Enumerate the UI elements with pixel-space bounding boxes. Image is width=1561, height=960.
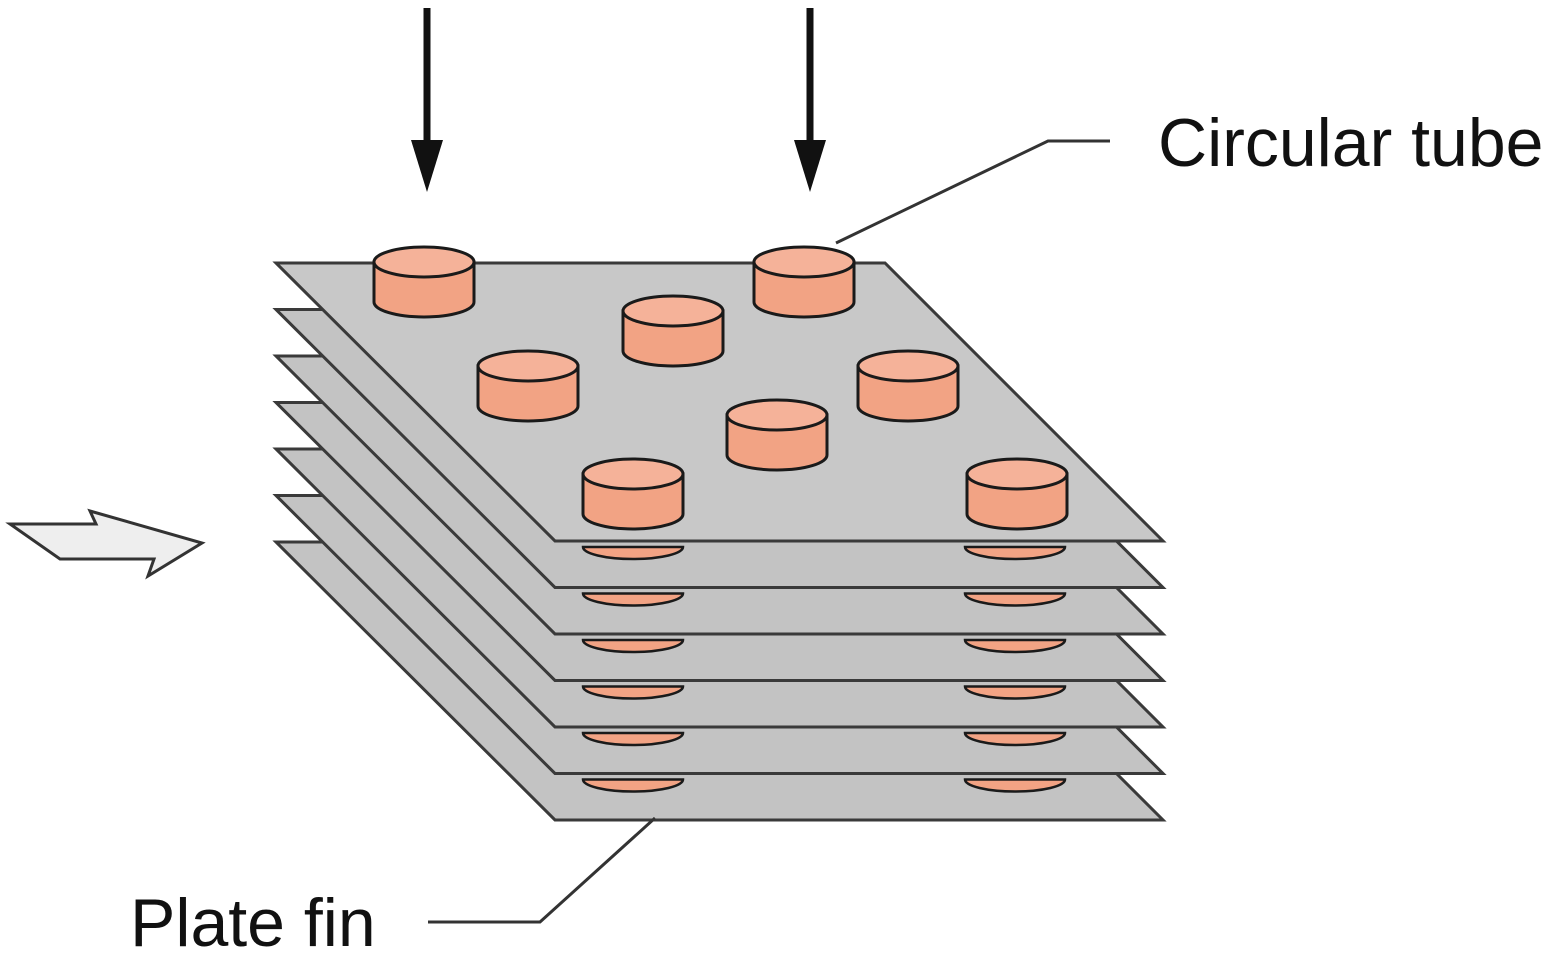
tube-segment (581, 545, 685, 561)
circular-tube (965, 457, 1069, 531)
tube-segment (963, 778, 1067, 793)
circular-tube-leader-line (835, 139, 1110, 245)
plate-fin-label: Plate fin (130, 885, 376, 960)
tube-segment (581, 731, 685, 747)
tube-flow-arrows (411, 8, 826, 192)
plate-fin (272, 261, 1167, 543)
leader-lines (428, 139, 1110, 924)
circular-tube-array (372, 245, 1069, 531)
tube-segment (963, 545, 1067, 561)
right-hollow-arrow-icon (5, 508, 206, 580)
circular-tube (725, 398, 829, 472)
tube-segment (963, 731, 1067, 747)
circular-tube-label: Circular tube (1158, 105, 1544, 181)
circular-tube (476, 349, 580, 423)
tube-segment (581, 638, 685, 654)
tube-segment (963, 638, 1067, 654)
tube-segment (963, 685, 1067, 700)
plate-fin-stack (272, 261, 1167, 822)
circular-tube (581, 457, 685, 531)
tube-segment (963, 592, 1067, 607)
circular-tube (621, 294, 725, 368)
tube-segment (581, 685, 685, 700)
circular-tube (752, 245, 856, 319)
tube-segment (581, 778, 685, 793)
circular-tube (856, 349, 960, 423)
down-arrow-icon (794, 8, 826, 192)
tube-segment (581, 592, 685, 607)
circular-tube (372, 245, 476, 319)
plate-fin-leader-line (428, 816, 657, 924)
down-arrow-icon (411, 8, 443, 192)
